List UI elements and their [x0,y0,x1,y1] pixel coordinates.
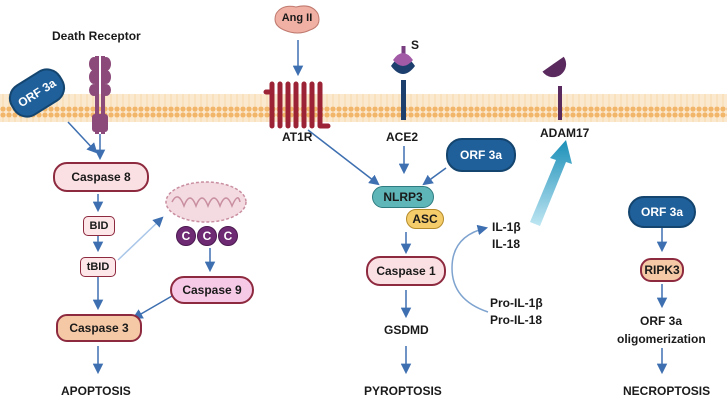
nlrp3-node: NLRP3 [372,186,434,208]
orf3a-right-node: ORF 3a [628,196,696,228]
caspase-c2: C [197,226,217,246]
arrow-caspase9-to-caspase3 [132,295,173,320]
arrow-orf3a-to-caspase8 [67,121,98,154]
spike-label: S [411,38,420,52]
arrow-il-to-adam17 [530,140,572,226]
arrow-processing-curve [451,224,489,313]
bid-node: BID [83,216,115,236]
caspase-c3: C [218,226,238,246]
caspase8-node: Caspase 8 [53,162,149,192]
death-receptor-icon [89,56,111,134]
orf3a-oligomerization-label-1: ORF 3a [640,314,683,328]
arrow-orf3a-to-nlrp3 [422,167,447,186]
caspase1-node: Caspase 1 [366,256,446,286]
at1r-receptor-icon [263,81,331,129]
cell-membrane [0,94,727,122]
necroptosis-label: NECROPTOSIS [623,384,711,398]
caspase9-node: Caspase 9 [170,276,254,304]
il18-label: IL-18 [492,237,521,251]
adam17-protein-icon [542,56,567,120]
ripk3-node: RIPK3 [640,258,684,282]
pro-il18-label: Pro-IL-18 [490,313,543,327]
arrow-tbid-to-mitochondrion [117,216,164,261]
orf3a-mid-node: ORF 3a [446,138,516,172]
gsdmd-label: GSDMD [384,323,429,337]
pro-il1b-label: Pro-IL-1β [490,296,543,310]
death-receptor-label: Death Receptor [52,29,141,43]
ang2-label: Ang II [281,12,313,24]
ace2-label: ACE2 [386,130,419,144]
arrow-at1r-to-nlrp3 [307,129,380,186]
pyroptosis-label: PYROPTOSIS [364,384,442,398]
ang2-blob [274,5,320,34]
mitochondrion-icon [165,181,247,223]
caspase-c1: C [176,226,196,246]
caspase3-node: Caspase 3 [56,314,142,342]
spike-protein-icon [393,46,413,66]
apoptosis-label: APOPTOSIS [61,384,131,398]
asc-node: ASC [406,209,444,229]
at1r-label: AT1R [282,130,313,144]
orf3a-oligomerization-label-2: oligomerization [617,332,706,346]
tbid-node: tBID [80,257,116,277]
adam17-label: ADAM17 [540,126,590,140]
il1b-label: IL-1β [492,220,521,234]
